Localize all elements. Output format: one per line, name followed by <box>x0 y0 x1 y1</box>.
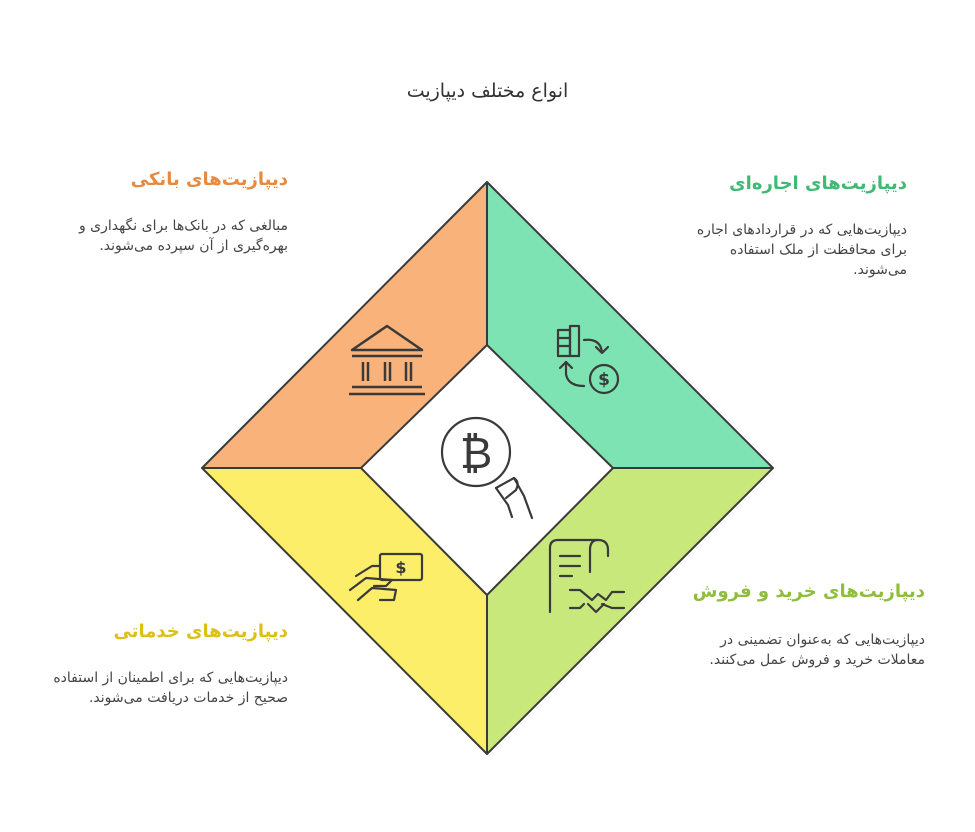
bank-deposits-description: مبالغی که در بانک‌ها برای نگهداری و بهره… <box>78 218 288 254</box>
svg-text:$: $ <box>598 370 610 390</box>
trade-deposits-heading: دیپازیت‌های خرید و فروش <box>692 581 925 602</box>
trade-deposits-block: دیپازیت‌های خرید و فروش دیپازیت‌هایی که … <box>685 578 925 670</box>
contract-handshake-icon <box>548 538 626 614</box>
lease-deposits-block: دیپازیت‌های اجاره‌ای دیپازیت‌هایی که در … <box>685 170 907 280</box>
svg-text:$: $ <box>395 558 406 577</box>
bank-deposits-heading: دیپازیت‌های بانکی <box>130 169 288 190</box>
currency-exchange-icon: $ <box>556 324 620 395</box>
svg-text:₿: ₿ <box>460 428 493 479</box>
service-deposits-block: دیپازیت‌های خدماتی دیپازیت‌هایی که برای … <box>40 618 288 708</box>
diagram-title: انواع مختلف دیپازیت <box>406 80 569 102</box>
lease-deposits-heading: دیپازیت‌های اجاره‌ای <box>729 173 907 194</box>
bank-deposits-block: دیپازیت‌های بانکی مبالغی که در بانک‌ها ب… <box>70 166 288 256</box>
service-deposits-description: دیپازیت‌هایی که برای اطمینان از استفاده … <box>53 670 288 706</box>
hand-money-icon: $ <box>348 552 424 602</box>
lease-deposits-description: دیپازیت‌هایی که در قراردادهای اجاره برای… <box>696 222 907 278</box>
bitcoin-hand-icon: ₿ <box>440 416 534 520</box>
service-deposits-heading: دیپازیت‌های خدماتی <box>113 621 288 642</box>
trade-deposits-description: دیپازیت‌هایی که به‌عنوان تضمینی در معامل… <box>709 632 925 668</box>
bank-building-icon <box>349 324 425 396</box>
